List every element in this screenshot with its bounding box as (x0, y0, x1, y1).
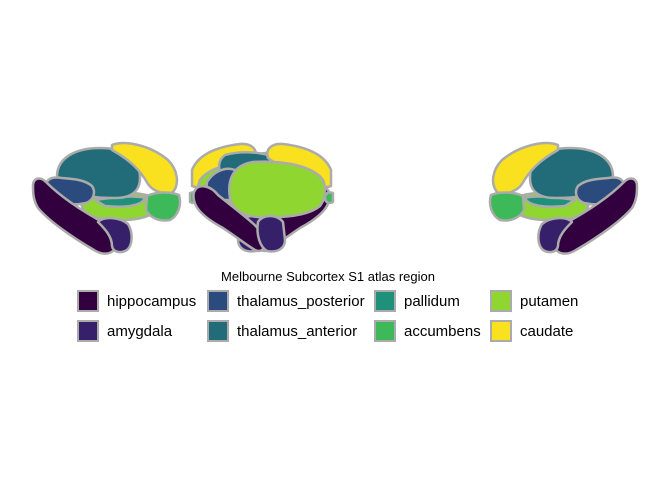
legend-item-pallidum: pallidum (374, 290, 460, 312)
legend-item-caudate: caudate (490, 320, 573, 342)
legend-label: accumbens (404, 322, 481, 340)
legend-key (77, 290, 99, 312)
view-right-medial (488, 141, 639, 255)
view-left-medial (31, 141, 182, 255)
legend-label: putamen (520, 292, 579, 310)
legend-key (490, 320, 512, 342)
legend-key (207, 320, 229, 342)
legend-item-amygdala: amygdala (77, 320, 172, 342)
legend-item-hippocampus: hippocampus (77, 290, 196, 312)
legend-label: amygdala (107, 322, 173, 340)
legend-item-putamen: putamen (490, 290, 578, 312)
legend-key (374, 290, 396, 312)
legend-label: thalamus_posterior (237, 292, 365, 310)
legend-label: hippocampus (107, 292, 197, 310)
legend-key (77, 320, 99, 342)
legend-title: Melbourne Subcortex S1 atlas region (221, 269, 435, 284)
legend-key (207, 290, 229, 312)
legend-item-thalamus-anterior: thalamus_anterior (207, 320, 357, 342)
legend-label: caudate (520, 322, 574, 340)
legend-key (374, 320, 396, 342)
legend-label: thalamus_anterior (237, 322, 358, 340)
legend-label: pallidum (404, 292, 460, 310)
legend-item-thalamus-posterior: thalamus_posterior (207, 290, 365, 312)
legend-key (490, 290, 512, 312)
legend-item-accumbens: accumbens (374, 320, 481, 342)
